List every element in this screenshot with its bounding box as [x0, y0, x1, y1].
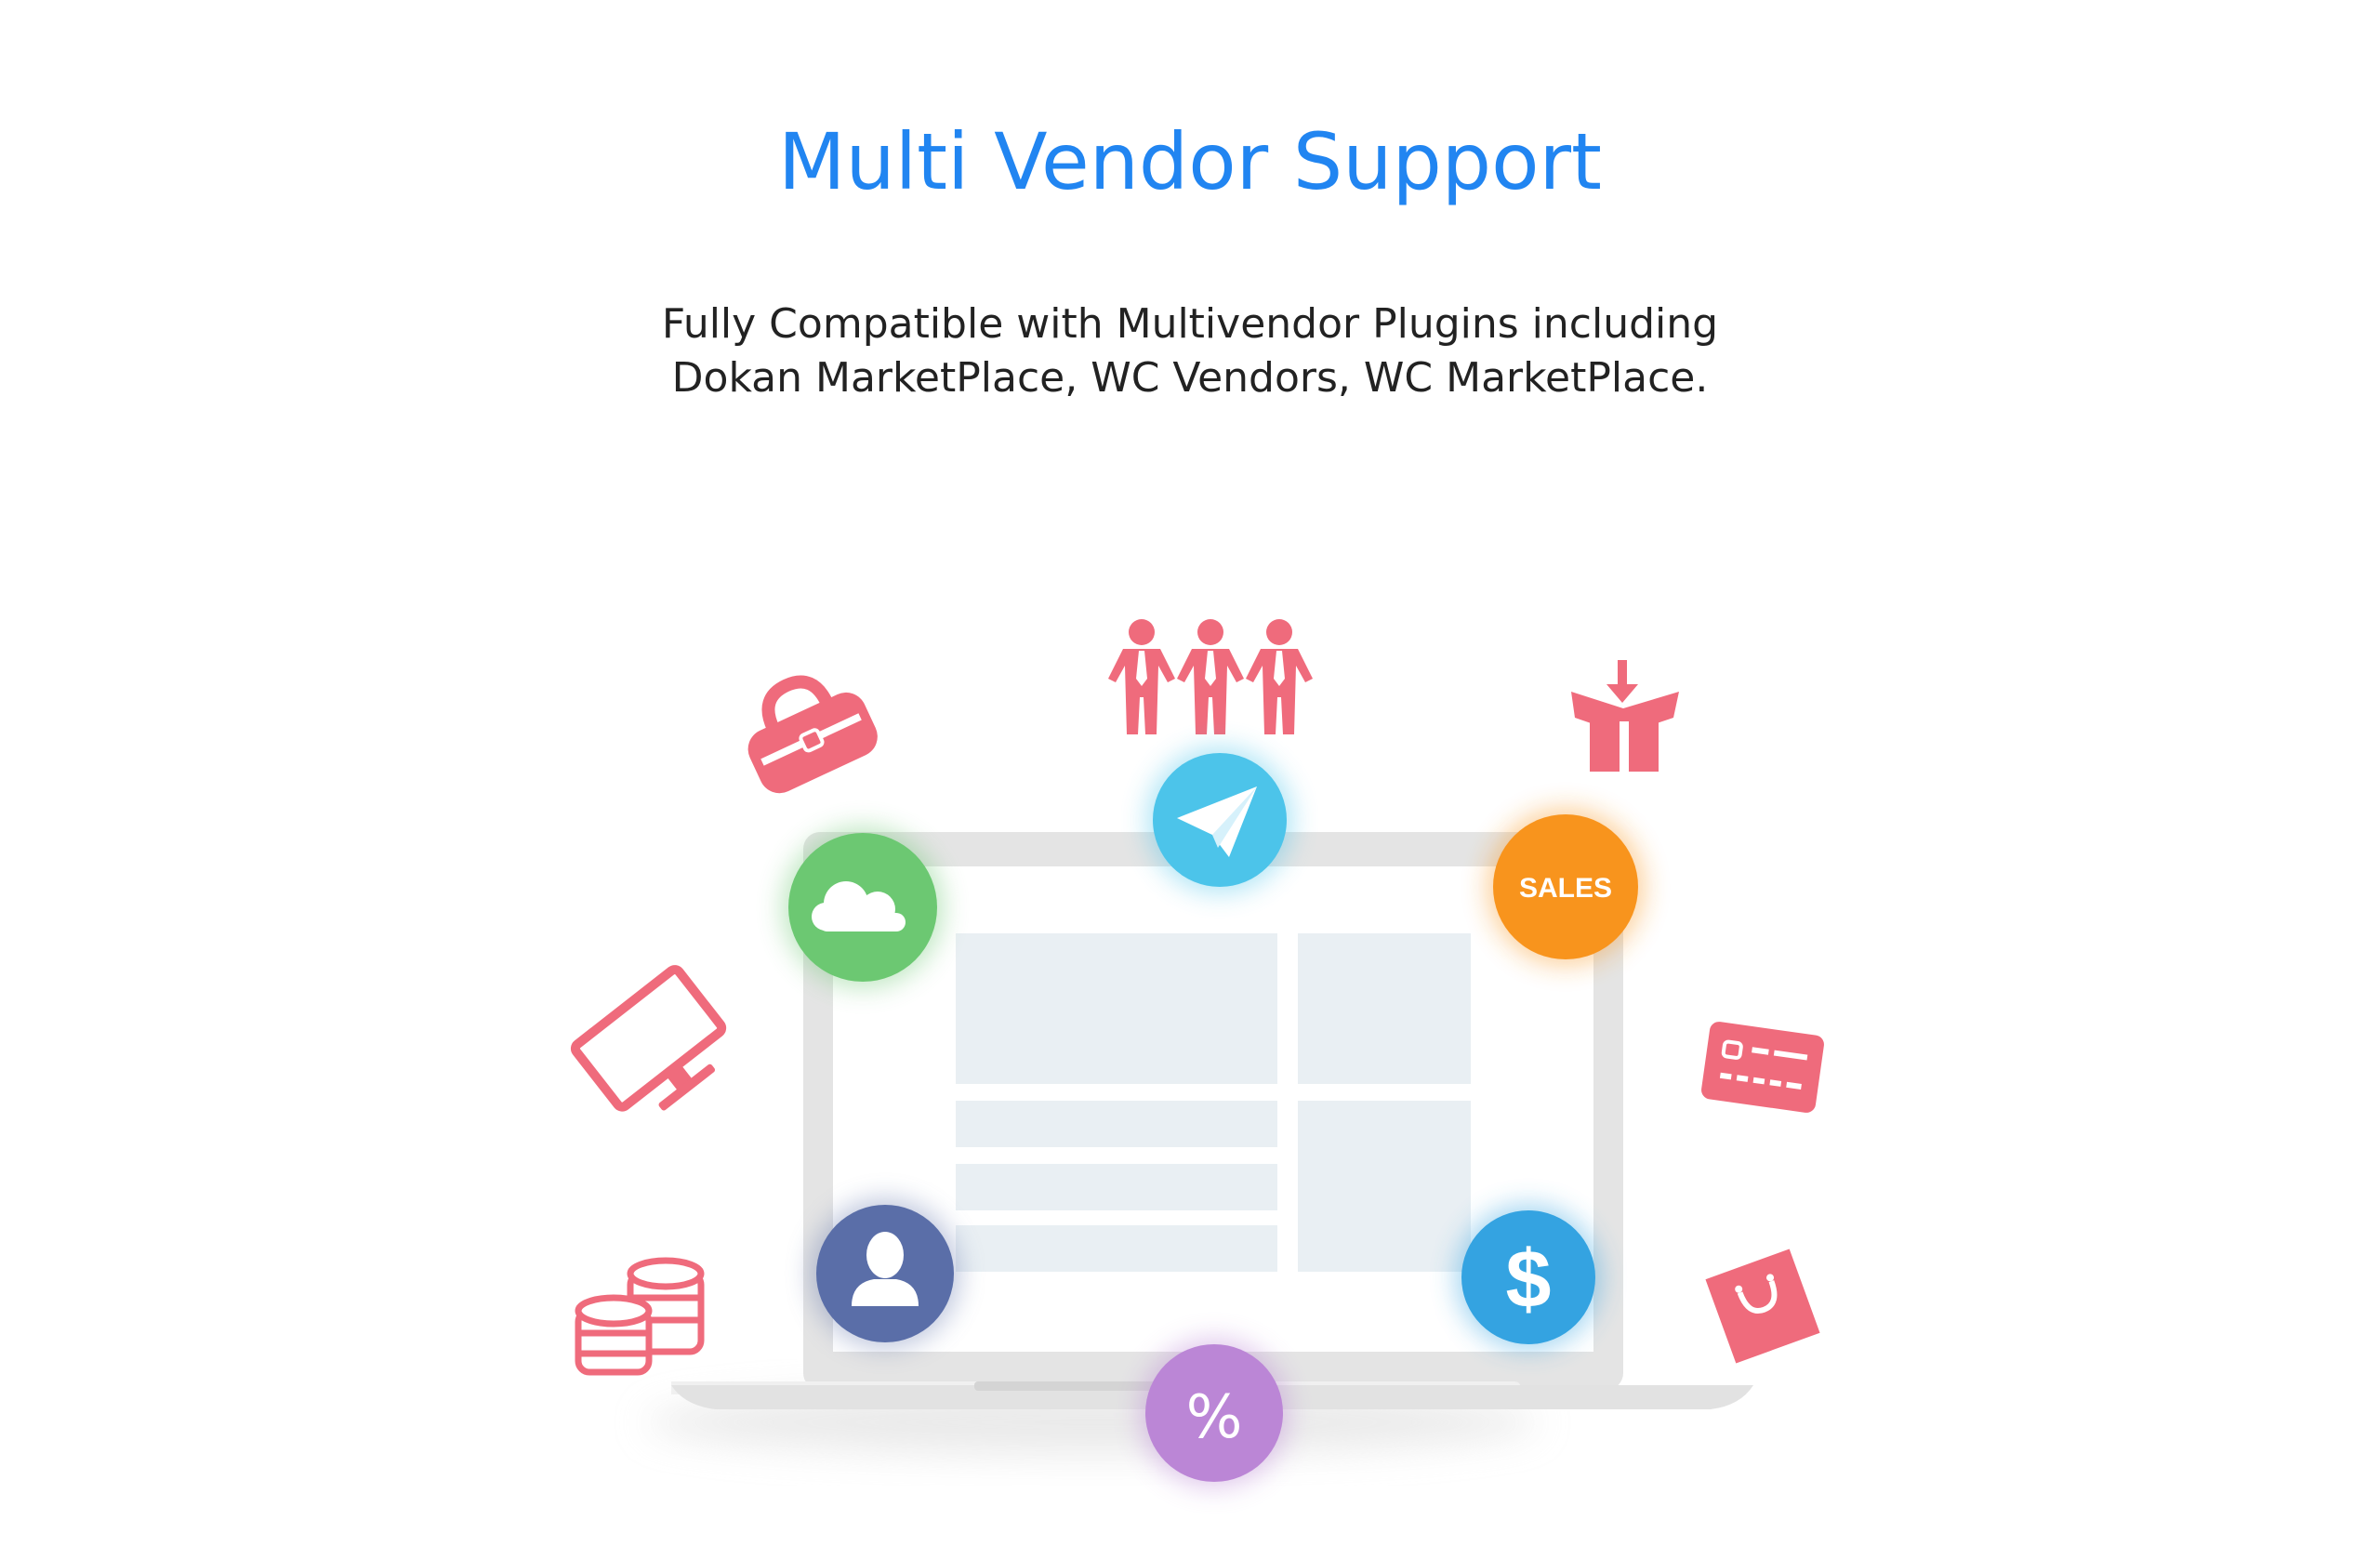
sales-badge: SALES — [1488, 809, 1644, 965]
percent-label: % — [1186, 1383, 1243, 1452]
bag-icon — [747, 675, 878, 794]
subtitle-line-2: Dokan MarketPlace, WC Vendors, WC Market… — [671, 354, 1709, 402]
subtitle-line-1: Fully Compatible with Multivendor Plugin… — [661, 300, 1719, 348]
sales-label: SALES — [1519, 873, 1612, 904]
credit-card-icon — [1701, 1022, 1824, 1113]
coins-icon — [575, 1257, 705, 1376]
shopping-bag-icon — [1705, 1249, 1820, 1364]
dollar-badge: $ — [1456, 1205, 1601, 1350]
monitor-icon — [570, 965, 727, 1112]
laptop — [646, 832, 1753, 1454]
subtitle: Fully Compatible with Multivendor Plugin… — [0, 297, 2380, 405]
user-badge — [811, 1199, 959, 1348]
cloud-icon — [812, 881, 906, 931]
user-icon — [852, 1232, 919, 1306]
percent-badge: % — [1140, 1339, 1289, 1487]
paper-plane-icon — [1177, 786, 1257, 857]
laptop-screen-content — [956, 933, 1471, 1272]
paper-plane-badge — [1147, 747, 1292, 892]
team-icon — [1108, 619, 1313, 734]
cloud-badge — [783, 827, 943, 987]
gift-box-icon — [1571, 660, 1679, 772]
dollar-label: $ — [1506, 1233, 1552, 1325]
page-title: Multi Vendor Support — [778, 116, 1602, 207]
